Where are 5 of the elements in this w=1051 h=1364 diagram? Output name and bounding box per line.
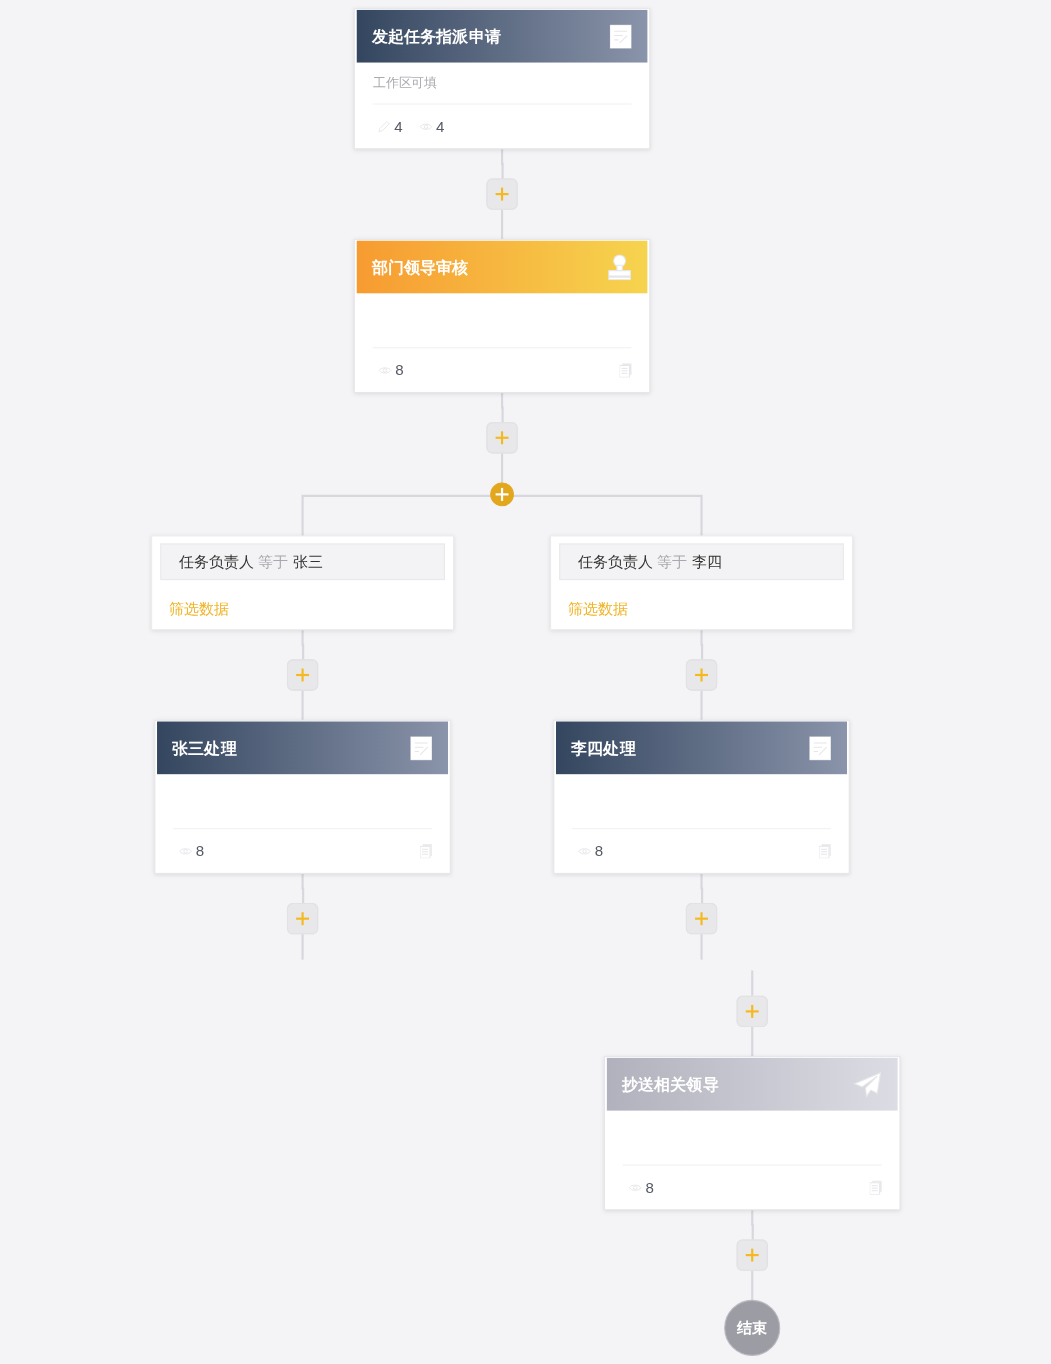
node-box: 任务负责人 等于 李四 筛选数据 [549, 535, 853, 631]
node-box: 任务负责人 等于 张三 筛选数据 [150, 535, 454, 631]
connector [513, 494, 703, 536]
connector [301, 494, 491, 536]
node-circle: 结束 [723, 1299, 780, 1356]
